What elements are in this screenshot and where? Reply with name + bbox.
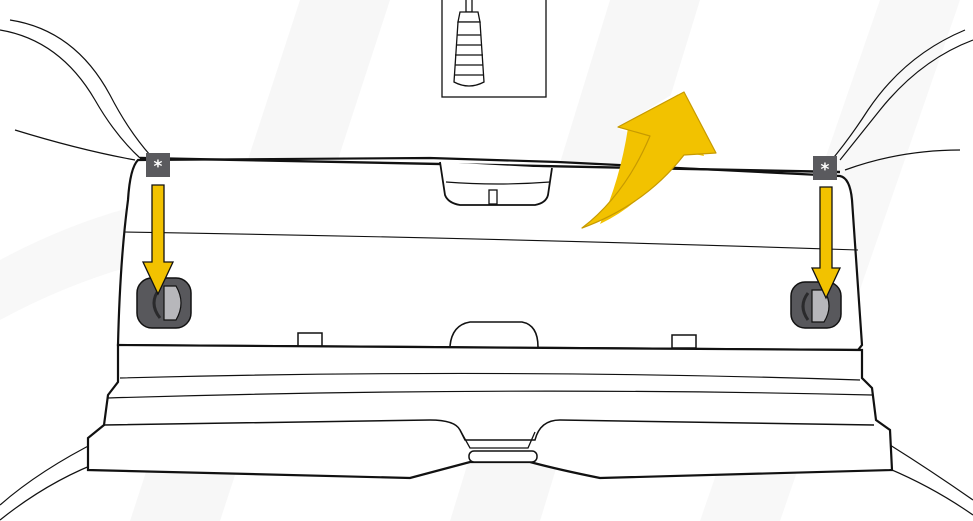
trim-tab-right [672, 335, 696, 348]
center-hump [450, 322, 538, 347]
asterisk-marker-left: * [146, 153, 170, 177]
tool-inset [442, 0, 546, 97]
right-fastener-clip [791, 282, 841, 328]
trunk-trim-panel [88, 158, 892, 478]
latch-slot [489, 190, 497, 204]
sill-handle [469, 451, 537, 462]
trim-tab-left [298, 333, 322, 346]
left-fastener-clip [137, 278, 191, 328]
asterisk-marker-right-label: * [821, 160, 830, 180]
asterisk-marker-left-label: * [154, 157, 163, 177]
asterisk-marker-right: * [813, 156, 837, 180]
